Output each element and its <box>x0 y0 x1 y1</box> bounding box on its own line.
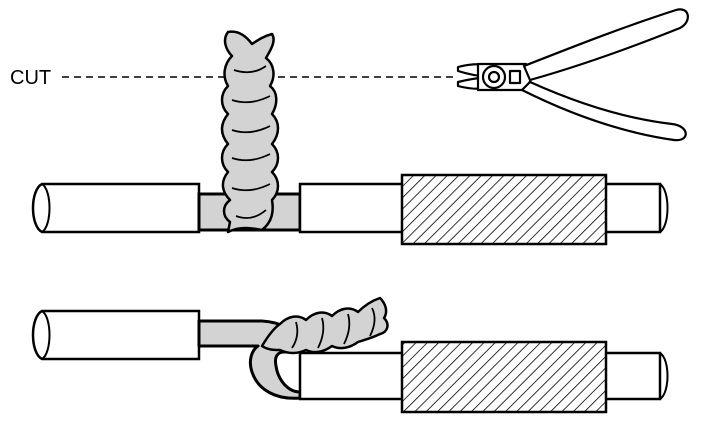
heat-shrink-sleeve-top <box>400 173 608 246</box>
heat-shrink-sleeve-bottom <box>400 340 608 414</box>
twisted-pigtail-horizontal <box>260 296 389 355</box>
left-wire-insulation-top <box>31 182 201 234</box>
diagonal-cutter-icon <box>456 8 689 142</box>
top-splice-assembly <box>31 30 669 246</box>
left-wire-insulation-bottom <box>31 309 201 361</box>
bottom-splice-assembly <box>31 296 669 414</box>
cut-label: CUT <box>10 67 51 89</box>
